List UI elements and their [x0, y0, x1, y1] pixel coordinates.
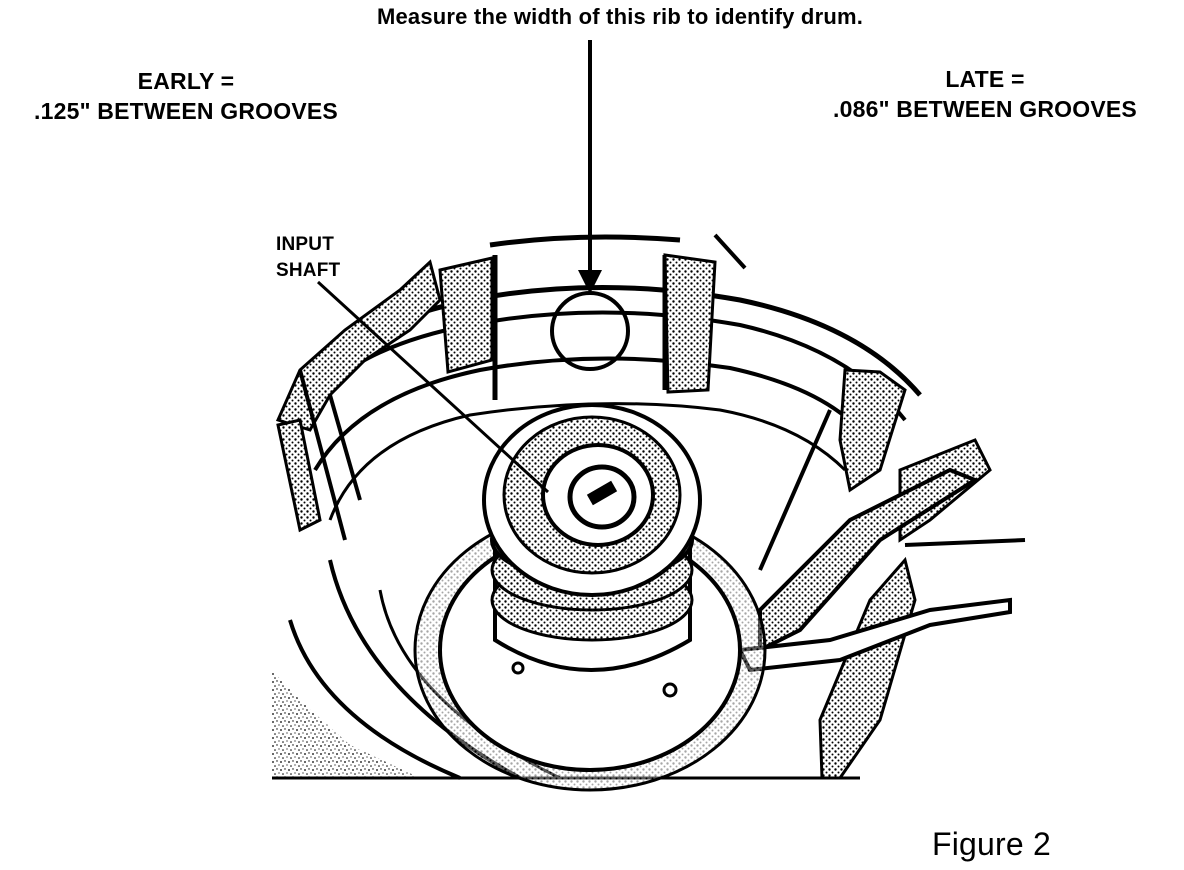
late-note-line1: LATE = — [945, 66, 1025, 92]
input-shaft-leader — [316, 280, 550, 494]
early-note: EARLY = .125" BETWEEN GROOVES — [0, 66, 372, 126]
input-shaft-line2: SHAFT — [276, 260, 341, 281]
shadow-area — [272, 670, 420, 778]
rib-arrowhead — [578, 270, 602, 294]
late-note-line2: .086" BETWEEN GROOVES — [833, 96, 1137, 122]
early-note-line1: EARLY = — [137, 68, 235, 94]
central-hub — [413, 403, 767, 792]
late-note: LATE = .086" BETWEEN GROOVES — [800, 64, 1170, 124]
early-note-line2: .125" BETWEEN GROOVES — [34, 98, 338, 124]
figure-label: Figure 2 — [932, 826, 1051, 862]
feeler-tool — [736, 409, 1026, 673]
input-shaft-label: INPUT SHAFT — [276, 232, 340, 284]
rib-callout — [550, 40, 630, 371]
rib-segment — [438, 233, 747, 400]
input-shaft-line1: INPUT — [276, 234, 334, 255]
rib-measure-caption: Measure the width of this rib to identif… — [376, 4, 864, 29]
